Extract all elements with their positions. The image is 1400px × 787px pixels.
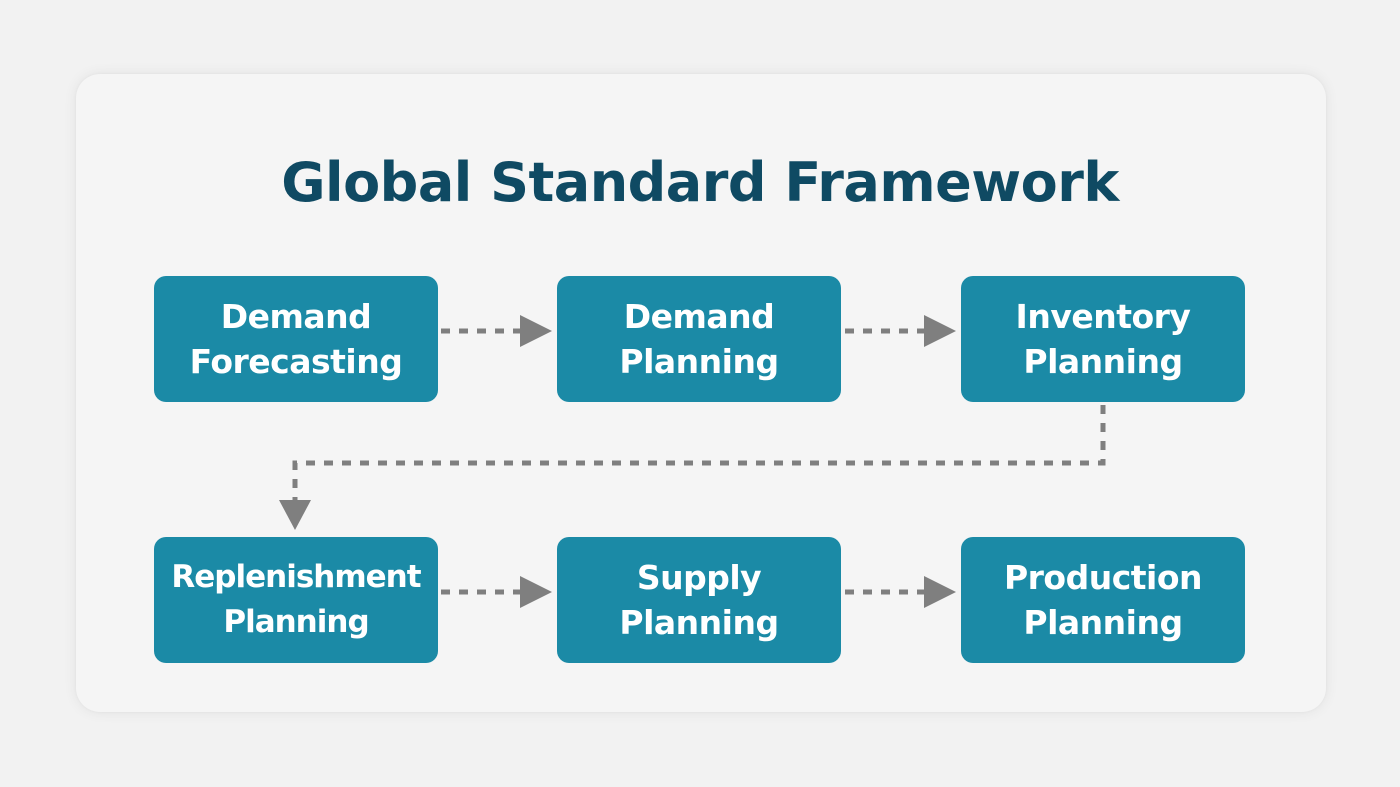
step-demand-forecasting: Demand Forecasting [154,276,438,402]
step-label: Demand Forecasting [189,297,403,381]
step-production-planning: Production Planning [961,537,1245,663]
step-label: Supply Planning [619,558,779,642]
step-label: Demand Planning [619,297,779,381]
step-replenishment-planning: Replenishment Planning [154,537,438,663]
step-demand-planning: Demand Planning [557,276,841,402]
step-label: Replenishment Planning [171,559,421,640]
step-label: Production Planning [1003,558,1203,642]
diagram-title: Global Standard Framework [281,151,1119,214]
step-supply-planning: Supply Planning [557,537,841,663]
step-label: Inventory Planning [1015,297,1191,381]
step-inventory-planning: Inventory Planning [961,276,1245,402]
